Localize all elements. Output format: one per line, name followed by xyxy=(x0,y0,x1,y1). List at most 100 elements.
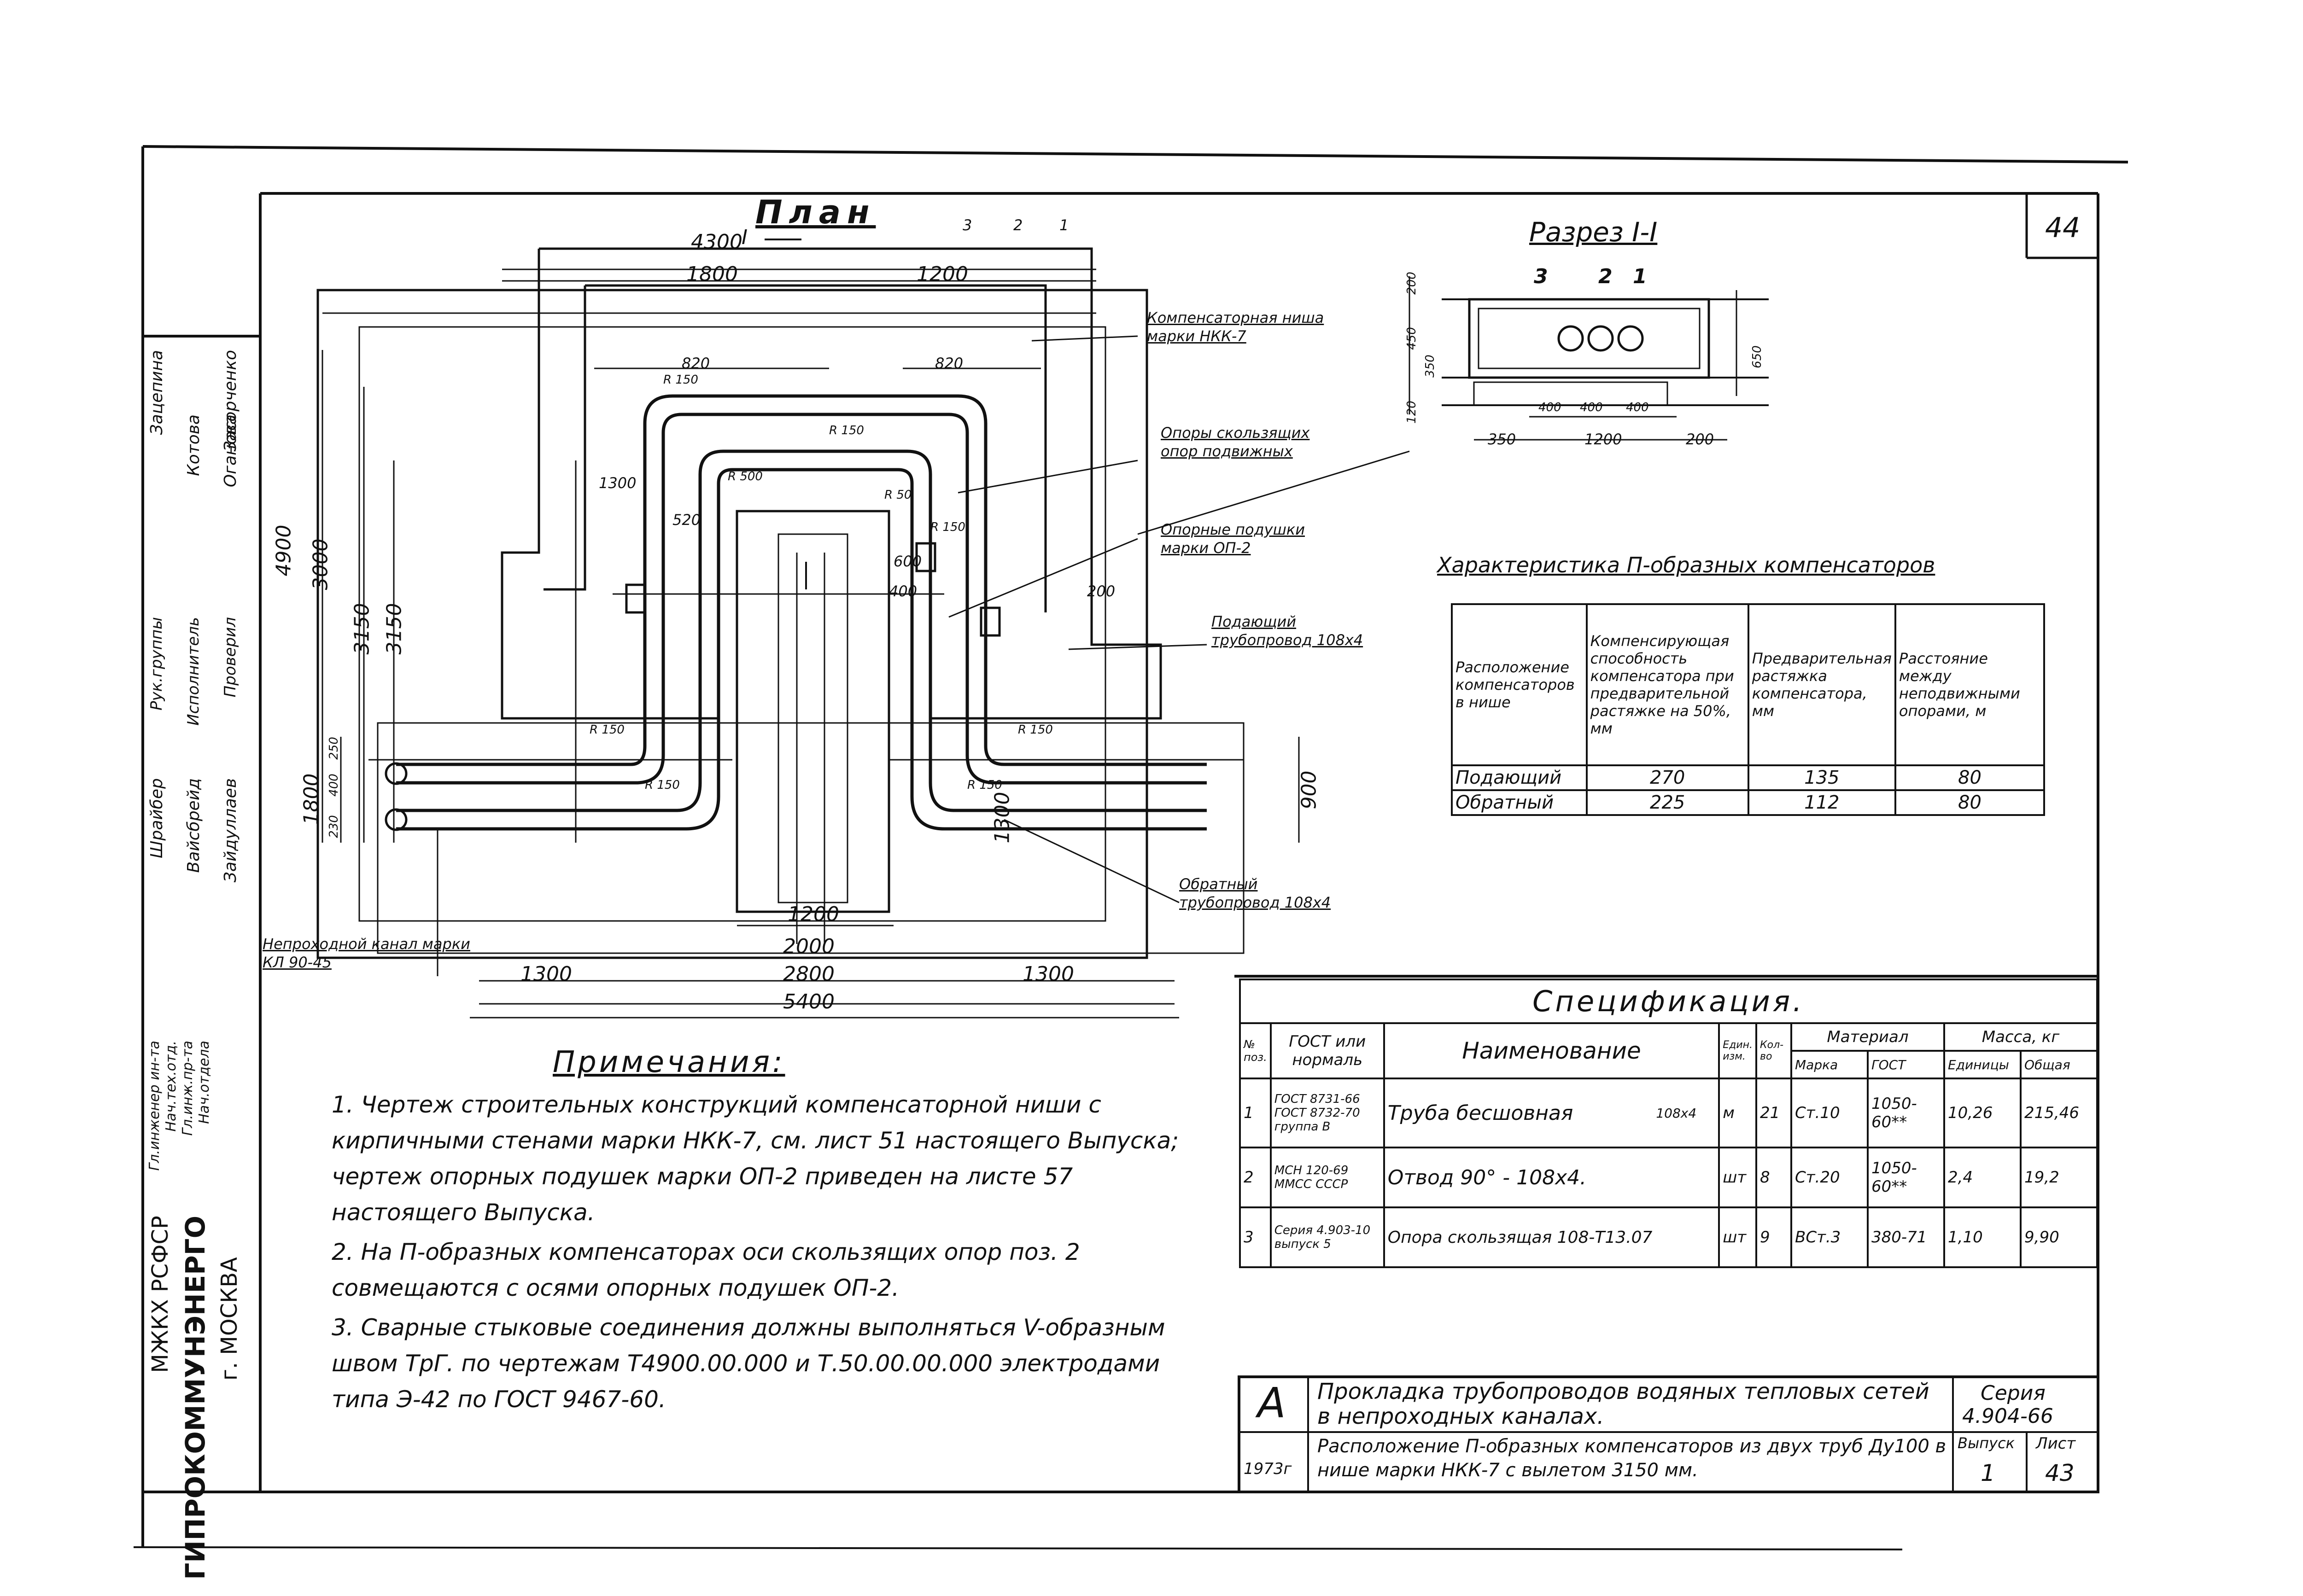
spec-title: Спецификация. xyxy=(1239,979,2098,1024)
dim-2800: 2800 xyxy=(783,962,835,986)
spec-cell: 108х4 xyxy=(1653,1078,1720,1148)
characteristics-table: Расположение компенсаторов в нише Компен… xyxy=(1451,603,2046,816)
dim-1300-bl: 1300 xyxy=(520,962,572,986)
char-header-distance: Расстояние между неподвижными опорами, м xyxy=(1894,603,2046,766)
dim-250: 250 xyxy=(327,737,341,760)
stamp-name: Зайдуллаев xyxy=(221,778,240,883)
title-issue-label: Выпуск xyxy=(1958,1434,2015,1452)
notes-list: 1. Чертеж строительных конструкций компе… xyxy=(332,1087,1207,1421)
spec-cell: МСН 120-69 ММСС СССР xyxy=(1269,1147,1385,1208)
section-dim-400b: 400 xyxy=(1580,401,1603,414)
section-dim-200b: 200 xyxy=(1686,431,1714,448)
radius-3: R 500 xyxy=(728,470,763,483)
spec-cell: Опора скользящая 108-Т13.07 xyxy=(1383,1206,1720,1268)
callout-sliding: Опоры скользящих опор подвижных xyxy=(1161,424,1310,460)
spec-cell: ГОСТ 8731-66 ГОСТ 8732-70 группа В xyxy=(1269,1078,1385,1148)
callout-return: Обратный трубопровод 108х4 xyxy=(1179,875,1331,911)
char-cell: 135 xyxy=(1747,764,1896,791)
char-header-stretch: Предварительная растяжка компенсатора, м… xyxy=(1747,603,1896,766)
callout-1: 1 xyxy=(1059,216,1069,234)
stamp-role: Проверил xyxy=(221,617,240,698)
title-series: 4.904-66 xyxy=(1962,1404,2053,1428)
callout-3: 3 xyxy=(963,216,972,234)
radius-4: R 50 xyxy=(884,488,912,502)
spec-cell: Труба бесшовная xyxy=(1383,1078,1654,1148)
dim-5400: 5400 xyxy=(783,990,835,1014)
stamp-name: Шрайбер xyxy=(147,778,166,859)
table-row: 1 ГОСТ 8731-66 ГОСТ 8732-70 группа В Тру… xyxy=(1239,1078,2098,1148)
stamp-role: Нач.отдела xyxy=(196,1041,212,1124)
note-item: 1. Чертеж строительных конструкций компе… xyxy=(332,1091,1179,1226)
title-sheet-desc: Расположение П-образных компенсаторов из… xyxy=(1317,1436,1946,1481)
spec-cell: 10,26 xyxy=(1943,1078,2022,1148)
stamp-role: Рук.группы xyxy=(147,617,166,711)
section-label-1: 1 xyxy=(1633,265,1647,288)
section-dim-200: 200 xyxy=(1404,272,1419,295)
dim-400-mid: 400 xyxy=(889,582,918,600)
dim-900: 900 xyxy=(1297,770,1321,810)
stamp-role: Нач.тех.отд. xyxy=(163,1041,179,1132)
stamp-name: Засорченко xyxy=(221,350,240,452)
characteristics-header-row: Расположение компенсаторов в нише Компен… xyxy=(1451,603,2046,766)
stamp-name: Котова xyxy=(184,414,203,476)
spec-cell: 21 xyxy=(1755,1078,1792,1148)
spec-h-qty: Кол-во xyxy=(1755,1022,1792,1079)
dim-230: 230 xyxy=(327,815,341,838)
spec-cell: 9,90 xyxy=(2020,1206,2098,1268)
stamp-org1: МЖКХ РСФСР xyxy=(147,1216,173,1373)
section-dim-350b: 350 xyxy=(1488,431,1516,448)
spec-h-unitmass: Единицы xyxy=(1943,1050,2022,1079)
notes-title: Примечания: xyxy=(553,1045,785,1079)
dim-1800-left: 1800 xyxy=(299,773,323,825)
spec-cell: 2,4 xyxy=(1943,1147,2022,1208)
section-dim-650: 650 xyxy=(1750,345,1764,368)
spec-cell: 1050-60** xyxy=(1867,1147,1945,1208)
spec-h-num: № поз. xyxy=(1239,1022,1272,1079)
spec-h-mass: Масса, кг xyxy=(1943,1022,2098,1052)
stamp-name: Зацепина xyxy=(147,350,166,435)
title-sheet-label: Лист xyxy=(2036,1434,2076,1453)
spec-cell: 2 xyxy=(1239,1147,1272,1208)
char-cell: Подающий xyxy=(1451,764,1588,791)
dim-820-right: 820 xyxy=(935,355,964,372)
spec-h-mark: Марка xyxy=(1790,1050,1869,1079)
spec-h-unit: Един. изм. xyxy=(1718,1022,1757,1079)
char-cell: 80 xyxy=(1894,789,2046,816)
stamp-name: Вайсбрейд xyxy=(184,778,203,873)
dim-1300-right: 1300 xyxy=(990,792,1014,844)
dim-1200-top: 1200 xyxy=(917,262,968,286)
spec-cell: Серия 4.903-10 выпуск 5 xyxy=(1269,1206,1385,1268)
radius-8: R 150 xyxy=(967,778,1002,792)
note-item: 3. Сварные стыковые соединения должны вы… xyxy=(332,1314,1165,1413)
specification-table: Спецификация. № поз. ГОСТ или нормаль На… xyxy=(1239,979,2098,1268)
spec-h-mgost: ГОСТ xyxy=(1867,1050,1945,1079)
spec-cell: Ст.10 xyxy=(1790,1078,1869,1148)
title-sheet: 43 xyxy=(2045,1460,2075,1486)
dim-1300-br: 1300 xyxy=(1023,962,1074,986)
callout-2: 2 xyxy=(1013,216,1023,234)
plan-title: План xyxy=(755,193,876,231)
spec-cell: 3 xyxy=(1239,1206,1272,1268)
section-mark-plan: I xyxy=(742,226,748,249)
dim-1200-bottom: 1200 xyxy=(788,903,839,926)
dim-820-left: 820 xyxy=(682,355,710,372)
section-dim-400a: 400 xyxy=(1538,401,1561,414)
spec-cell: 380-71 xyxy=(1867,1206,1945,1268)
callout-pads: Опорные подушки марки ОП-2 xyxy=(1161,521,1305,557)
dim-3150-a: 3150 xyxy=(350,603,374,655)
callout-supply: Подающий трубопровод 108х4 xyxy=(1211,613,1363,649)
corner-sheet-number: 44 xyxy=(2045,212,2081,244)
dim-1800-top: 1800 xyxy=(686,262,738,286)
table-row: Обратный 225 112 80 xyxy=(1451,789,2046,816)
char-header-location: Расположение компенсаторов в нише xyxy=(1451,603,1588,766)
spec-cell: 9 xyxy=(1755,1206,1792,1268)
title-issue: 1 xyxy=(1981,1460,1995,1486)
section-dim-350: 350 xyxy=(1423,355,1437,378)
table-row: 3 Серия 4.903-10 выпуск 5 Опора скользящ… xyxy=(1239,1206,2098,1268)
radius-2: R 150 xyxy=(829,424,864,437)
stamp-role: Гл.инж.пр-та xyxy=(180,1041,196,1136)
dim-3150-b: 3150 xyxy=(382,603,406,655)
spec-cell: шт xyxy=(1718,1206,1757,1268)
char-cell: Обратный xyxy=(1451,789,1588,816)
